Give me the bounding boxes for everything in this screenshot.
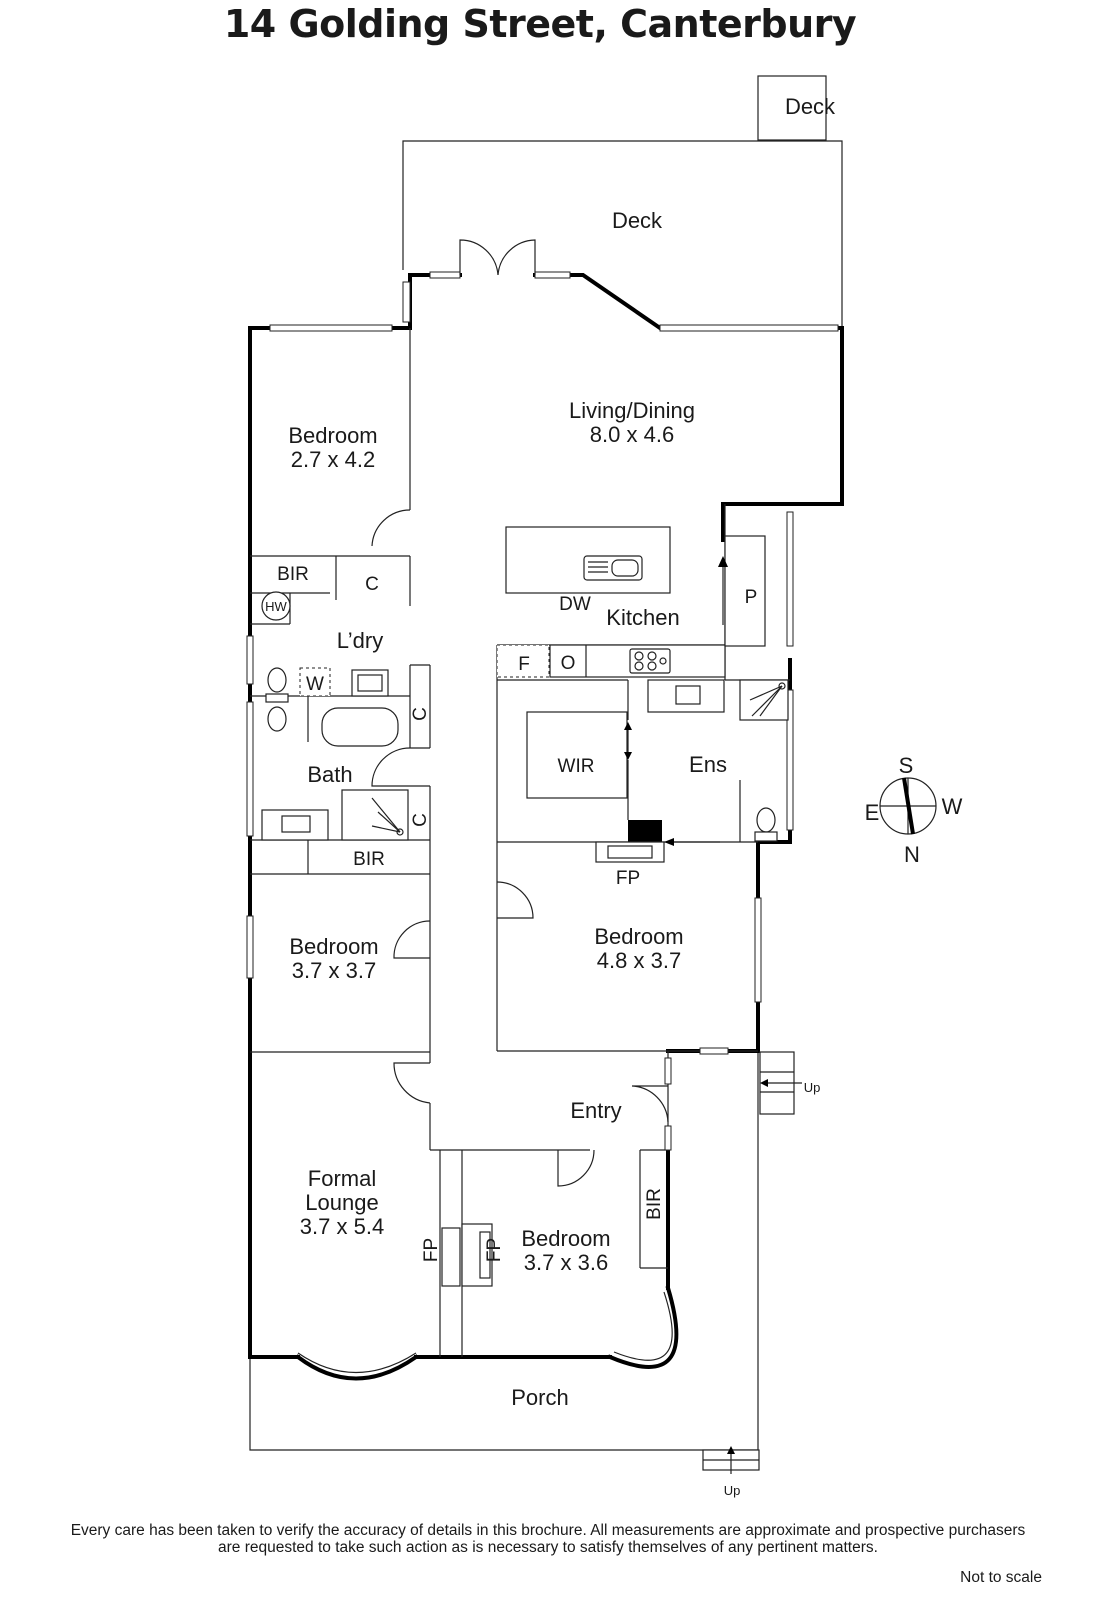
front-steps (702, 1446, 760, 1474)
label-bir-2: BIR (353, 849, 385, 870)
compass-e: E (865, 800, 880, 825)
label-lounge-name-1: Formal (308, 1166, 376, 1191)
label-bir-1: BIR (277, 564, 309, 585)
wir-shelf (526, 711, 628, 799)
bathtub (321, 707, 399, 747)
label-pantry: P (745, 587, 758, 608)
disclaimer-line-2: are requested to take such action as is … (218, 1539, 878, 1556)
ensuite-vanity (647, 679, 725, 713)
shower-bath (341, 789, 409, 841)
washer-space (299, 667, 331, 697)
label-cupboard-3: C (410, 813, 431, 827)
door-arrows (624, 722, 720, 846)
label-bedroom-rear-size: 2.7 x 4.2 (291, 447, 375, 472)
label-lounge-name-2: Lounge (305, 1190, 378, 1215)
label-living-name: Living/Dining (569, 398, 695, 423)
bay-windows (295, 1285, 679, 1381)
label-living-size: 8.0 x 4.6 (590, 422, 674, 447)
label-up-side: Up (804, 1080, 821, 1095)
arrow-up-icon (718, 556, 728, 625)
doors (371, 239, 669, 1187)
label-hw: HW (265, 599, 287, 614)
label-fp-lounge: FP (421, 1238, 442, 1262)
porch-outline (249, 1051, 759, 1451)
label-laundry: L’dry (337, 628, 383, 653)
label-bath: Bath (307, 762, 352, 787)
label-bir-3: BIR (644, 1188, 665, 1220)
label-cupboard-1: C (365, 574, 379, 595)
label-fridge: F (518, 654, 530, 675)
shower-ensuite (739, 679, 789, 721)
label-fp-front-bed: FP (484, 1238, 505, 1262)
toilet-ensuite (754, 807, 778, 842)
label-dw: DW (559, 594, 591, 615)
fridge-space (496, 644, 550, 678)
label-deck-main: Deck (612, 208, 663, 233)
label-ensuite: Ens (689, 752, 727, 777)
fireplace-lounge (441, 1227, 461, 1287)
label-up-front: Up (724, 1483, 741, 1498)
pantry (724, 535, 766, 647)
label-kitchen: Kitchen (606, 605, 679, 630)
wall-rear-left (408, 273, 462, 330)
internal-walls (250, 328, 790, 1357)
disclaimer-line-1: Every care has been taken to verify the … (70, 1522, 1026, 1539)
not-to-scale-note: Not to scale (960, 1569, 1042, 1586)
compass-s: S (899, 753, 914, 778)
label-deck-small: Deck (785, 94, 836, 119)
label-bedroom-front-size: 3.7 x 3.6 (524, 1250, 608, 1275)
label-bedroom-mid-name: Bedroom (289, 934, 378, 959)
label-entry: Entry (570, 1098, 621, 1123)
main-deck (402, 140, 843, 328)
windows (246, 271, 839, 1151)
compass-w: W (942, 794, 963, 819)
page-title: 14 Golding Street, Canterbury (223, 2, 857, 46)
compass-icon: S W E N (865, 753, 963, 867)
label-bedroom-master-name: Bedroom (594, 924, 683, 949)
cooktop-icon (629, 648, 671, 674)
wall-east-upper (721, 326, 844, 542)
small-deck (757, 75, 827, 141)
label-bedroom-front-name: Bedroom (521, 1226, 610, 1251)
label-oven: O (561, 653, 576, 674)
compass-n: N (904, 842, 920, 867)
label-cupboard-2: C (410, 707, 431, 721)
label-bedroom-rear-name: Bedroom (288, 423, 377, 448)
chimney-block (628, 820, 662, 842)
label-fp-master: FP (616, 868, 640, 889)
side-steps (759, 1051, 802, 1115)
toilet-laundry (265, 667, 289, 732)
label-wir: WIR (558, 756, 595, 777)
label-bedroom-master-size: 4.8 x 3.7 (597, 948, 681, 973)
hot-water-unit (261, 591, 291, 621)
disclaimer: Every care has been taken to verify the … (0, 1522, 1096, 1556)
label-porch: Porch (511, 1385, 568, 1410)
label-bedroom-mid-size: 3.7 x 3.7 (292, 958, 376, 983)
sink-icon (583, 555, 643, 581)
label-lounge-size: 3.7 x 5.4 (300, 1214, 384, 1239)
wall-rear-angle (533, 273, 844, 330)
label-w: W (306, 674, 324, 695)
